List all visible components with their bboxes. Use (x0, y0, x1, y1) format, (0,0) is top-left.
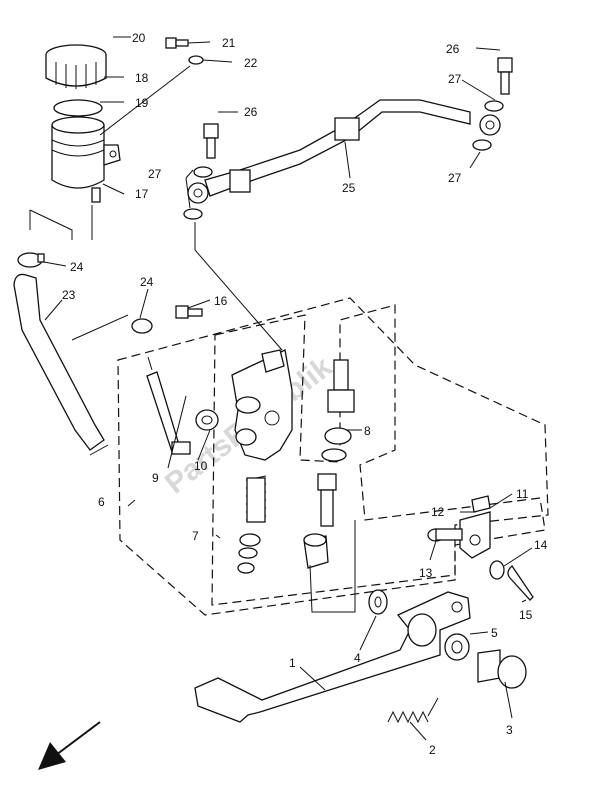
callout-26b: 26 (446, 42, 460, 56)
callout-14: 14 (534, 538, 548, 552)
washer-4 (368, 589, 388, 615)
callout-22: 22 (244, 56, 258, 70)
clevis-11 (459, 511, 491, 559)
callout-9: 9 (152, 471, 159, 485)
callout-19: 19 (135, 96, 149, 110)
callout-27b: 27 (448, 72, 462, 86)
hose-clamp-24a (17, 252, 45, 268)
callout-27c: 27 (448, 171, 462, 185)
callout-18: 18 (135, 71, 149, 85)
callout-13: 13 (419, 566, 433, 580)
nut-12 (471, 495, 491, 513)
callout-27a: 27 (148, 167, 162, 181)
callout-10: 10 (194, 459, 208, 473)
return-spring (245, 475, 267, 523)
cotter-pin-15 (507, 565, 534, 601)
callout-2: 2 (429, 743, 436, 757)
callout-11: 11 (516, 487, 529, 501)
push-rod-upper (327, 359, 355, 413)
seal-8 (321, 427, 352, 462)
brake-pedal-1 (194, 591, 471, 723)
hose-clamp-24b (131, 318, 153, 334)
callout-5: 5 (491, 626, 498, 640)
screw-21 (165, 37, 189, 49)
callout-15: 15 (519, 608, 533, 622)
hose-23 (13, 273, 105, 451)
callout-6: 6 (98, 495, 105, 509)
brake-hose-25 (204, 99, 471, 197)
callout-17: 17 (135, 187, 149, 201)
callout-24b: 24 (140, 275, 154, 289)
callout-4: 4 (354, 651, 361, 665)
push-rod-lower (317, 473, 337, 527)
reservoir-cap (45, 44, 107, 89)
callout-8: 8 (364, 424, 371, 438)
master-cylinder-body (231, 349, 293, 461)
callout-1: 1 (289, 656, 296, 670)
callout-20: 20 (132, 31, 146, 45)
washer-22 (188, 55, 204, 65)
washer-14 (489, 560, 505, 580)
piston-cup-set (237, 533, 261, 574)
callout-25: 25 (342, 181, 356, 195)
union-bolt-26-right (497, 57, 513, 95)
reservoir-body (51, 116, 121, 203)
assembly-outline-7 (211, 304, 546, 606)
callout-3: 3 (506, 723, 513, 737)
callout-26a: 26 (244, 105, 258, 119)
banjo-fitting-right (479, 114, 501, 136)
callout-23: 23 (62, 288, 76, 302)
clevis-pin-13 (427, 528, 463, 542)
return-spring-2 (387, 697, 439, 724)
callout-7: 7 (192, 529, 199, 543)
washer-5 (444, 633, 470, 661)
callout-12: 12 (431, 505, 445, 519)
callout-16: 16 (214, 294, 228, 308)
inlet-joint-9 (146, 371, 191, 455)
dust-boot (303, 533, 329, 569)
front-direction-arrow (38, 721, 101, 770)
reservoir-diaphragm (53, 99, 103, 117)
callout-24a: 24 (70, 260, 84, 274)
bolt-16 (175, 305, 203, 319)
banjo-fitting-left (187, 182, 209, 204)
assembly-outline-6 (117, 297, 549, 616)
grommet-10 (195, 409, 219, 431)
callout-21: 21 (222, 36, 236, 50)
union-bolt-26-left (203, 123, 219, 159)
pivot-bolt-3 (477, 649, 527, 689)
copper-washer-27 (183, 100, 504, 220)
